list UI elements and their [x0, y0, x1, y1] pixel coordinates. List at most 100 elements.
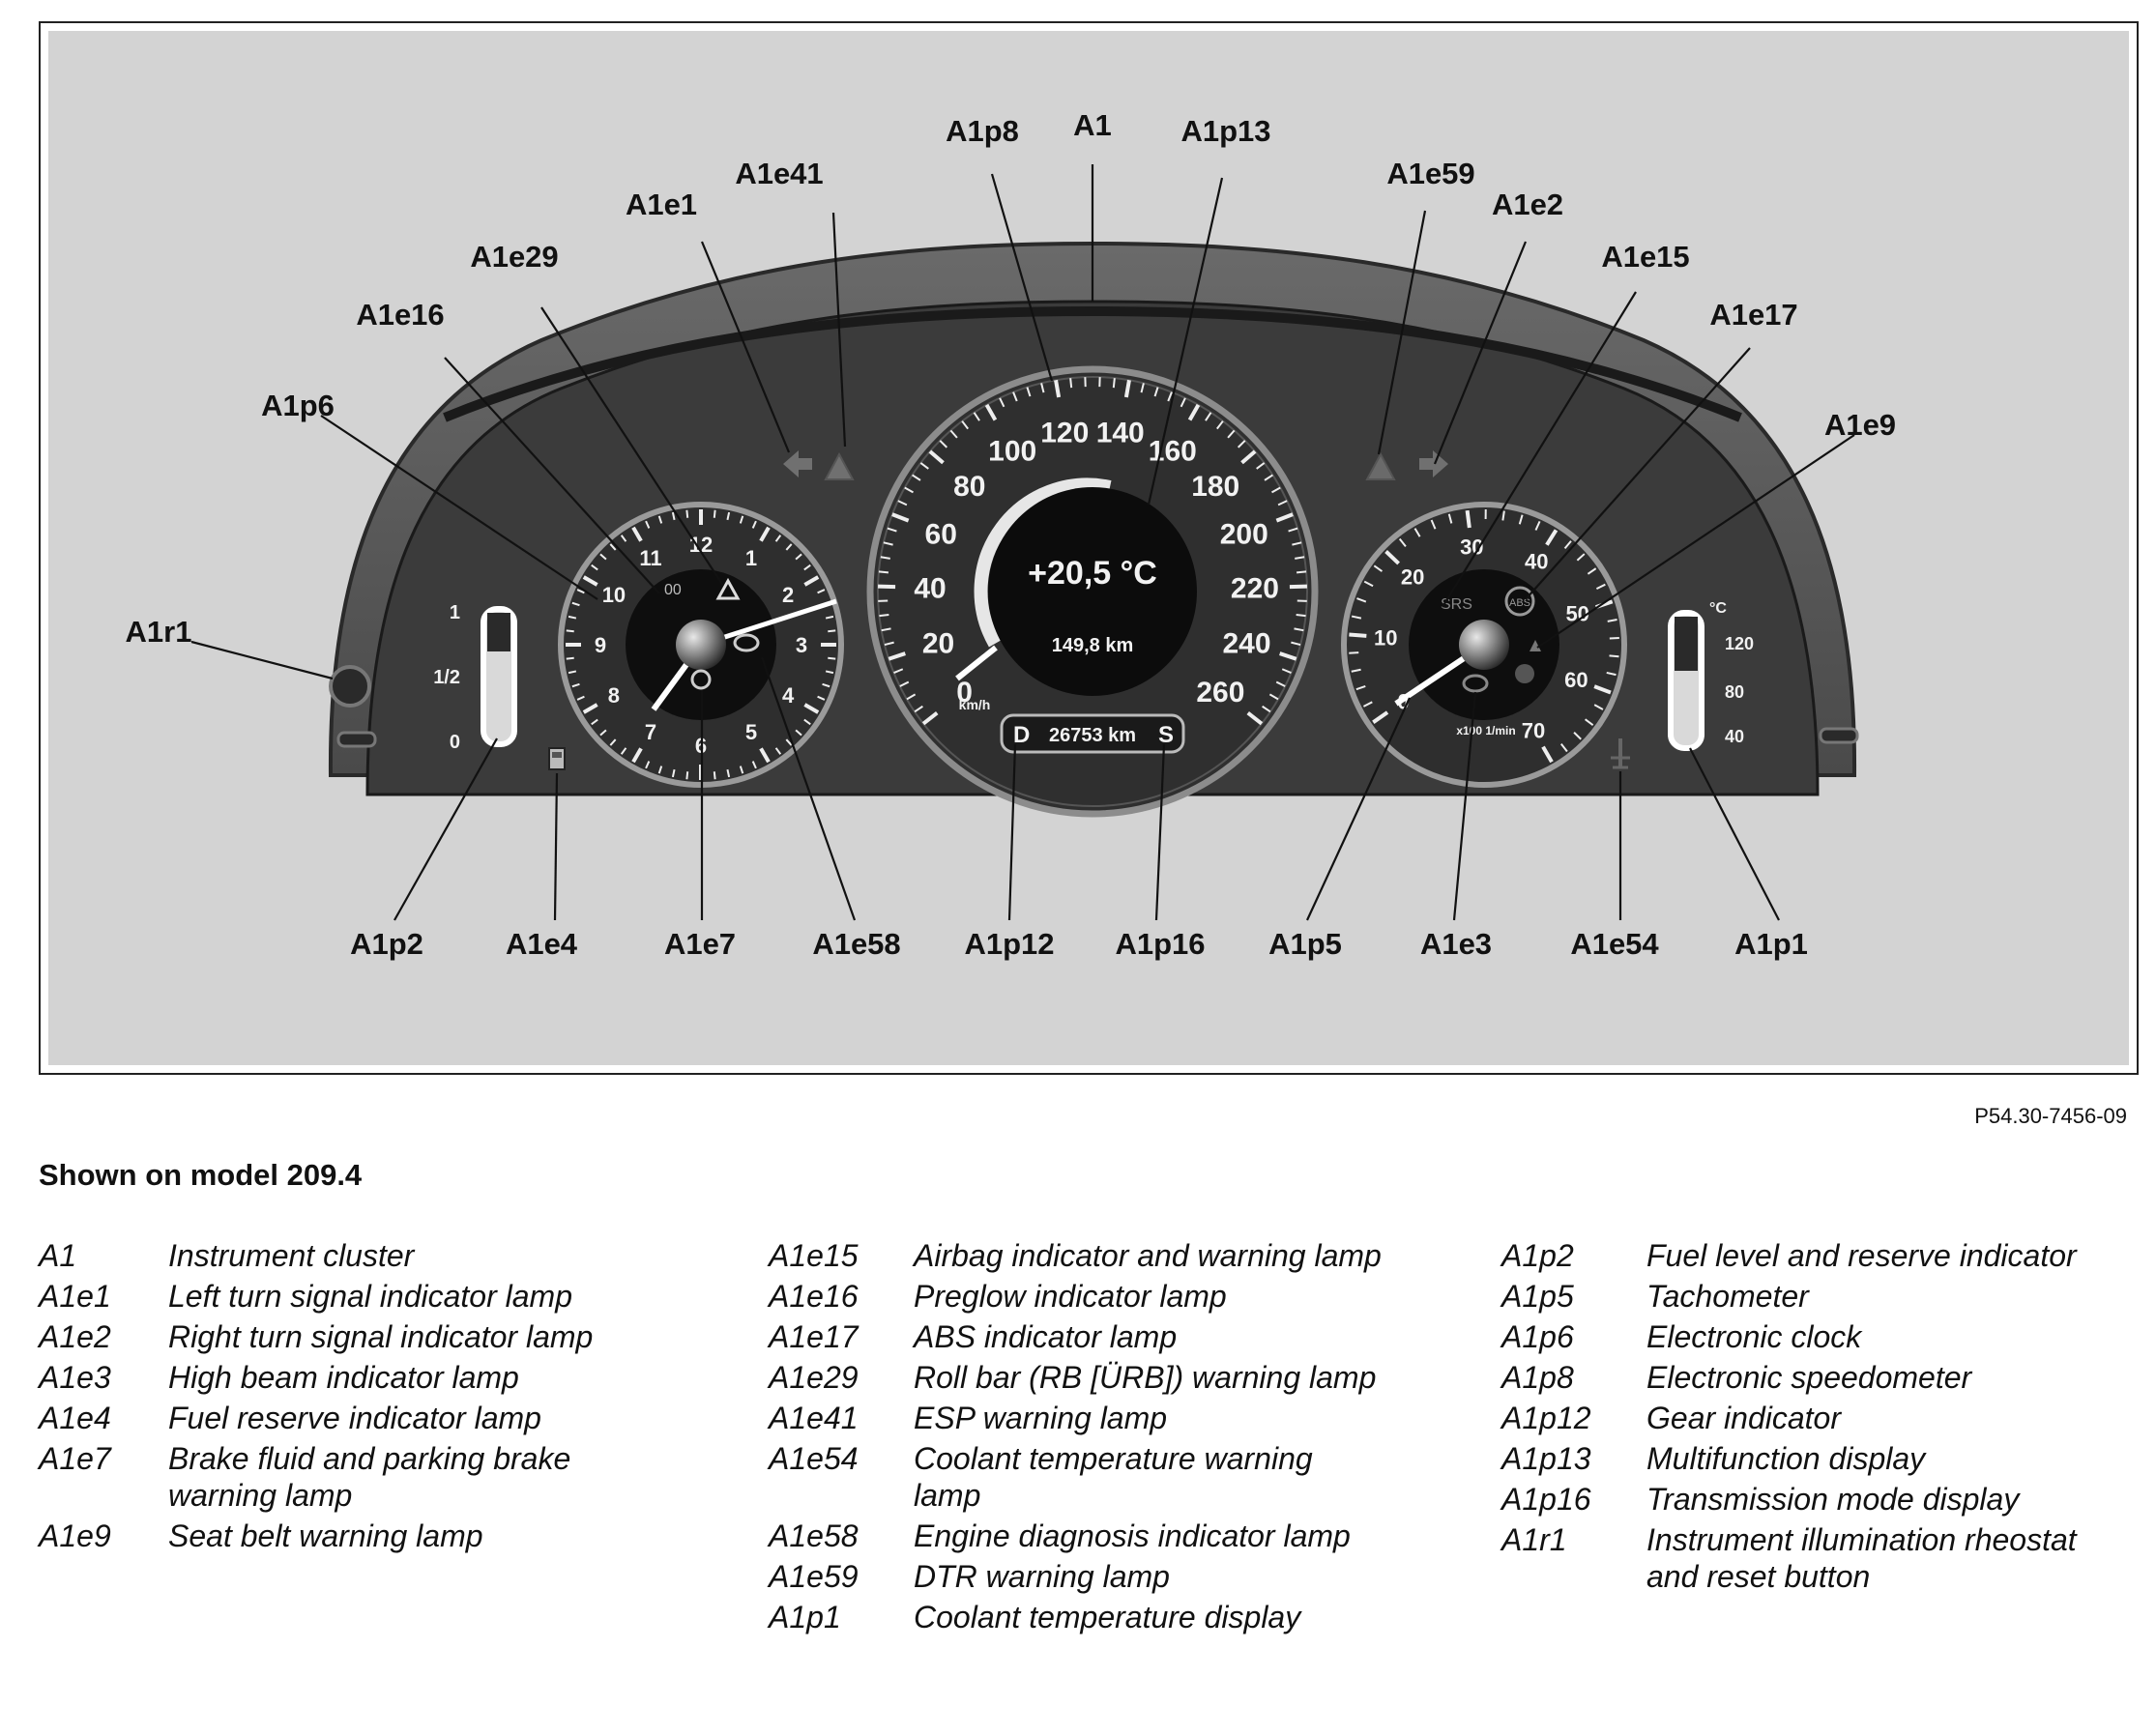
legend-description: Fuel reserve indicator lamp — [168, 1401, 541, 1435]
figure-code: P54.30-7456-09 — [1974, 1104, 2127, 1128]
engine-diagnosis-icon — [733, 633, 760, 652]
clock-tick — [774, 747, 782, 755]
rpm-tick — [1607, 618, 1617, 622]
speed-tick — [1262, 705, 1271, 713]
clock-tick — [609, 543, 617, 551]
clock-tick — [822, 682, 830, 688]
legend-description: ABS indicator lamp — [914, 1319, 1178, 1354]
speed-tick — [1012, 391, 1018, 402]
legend-code: A1 — [39, 1238, 77, 1273]
rpm-tick — [1372, 710, 1389, 724]
clock-tick — [599, 553, 607, 561]
callout-A1e17: A1e17 — [1709, 298, 1797, 332]
legend-code: A1e41 — [769, 1401, 859, 1435]
speed-tick — [1227, 429, 1236, 439]
speed-tick — [1296, 613, 1306, 618]
legend-code: A1p1 — [769, 1600, 841, 1634]
speed-tick — [881, 627, 891, 632]
legend-description: Preglow indicator lamp — [914, 1279, 1227, 1314]
speed-tick — [893, 668, 904, 674]
right-cluster-slot — [1819, 727, 1859, 744]
clock-tick — [803, 575, 820, 587]
rpm-tick — [1606, 671, 1617, 677]
callout-A1e2: A1e2 — [1492, 188, 1563, 221]
clock-tick — [568, 670, 577, 675]
callout-A1p16: A1p16 — [1115, 927, 1205, 961]
rpm-tick — [1430, 519, 1437, 530]
fuel-tick-0: 0 — [450, 732, 460, 753]
esp-warning-icon — [824, 451, 855, 480]
callout-A1p5: A1p5 — [1268, 927, 1342, 961]
speed-tick — [1040, 383, 1045, 393]
legend-code: A1p5 — [1501, 1279, 1574, 1314]
speed-tick — [1256, 462, 1266, 470]
fuel-pump-icon — [548, 747, 566, 770]
rheostat-button[interactable] — [329, 665, 371, 708]
clock-tick — [713, 771, 716, 780]
speed-tick — [883, 541, 893, 546]
odometer-frame — [1000, 713, 1185, 754]
seat-belt-lamp — [1515, 664, 1534, 683]
callout-A1p1: A1p1 — [1734, 927, 1808, 961]
rpm-label: 10 — [1374, 625, 1397, 650]
speed-tick — [1295, 556, 1305, 560]
legend-description: Multifunction display — [1646, 1441, 1926, 1476]
clock-tick — [739, 766, 744, 774]
clock-tick — [726, 511, 731, 521]
clock-tick — [795, 729, 802, 737]
rpm-tick — [1595, 583, 1606, 591]
clock-tick — [828, 656, 836, 660]
speed-label: 0 — [956, 677, 973, 708]
callout-A1p6: A1p6 — [261, 389, 335, 422]
speed-tick — [1296, 570, 1307, 574]
preglow-icon: 00 — [664, 582, 682, 598]
speed-tick — [1140, 383, 1145, 393]
legend-code: A1r1 — [1501, 1522, 1567, 1557]
legend-description: Coolant temperature display — [914, 1600, 1301, 1634]
speed-arc-indicator — [974, 477, 1112, 648]
rpm-tick — [1593, 704, 1604, 710]
speed-tick — [1275, 680, 1286, 687]
legend-description: Left turn signal indicator lamp — [168, 1279, 572, 1314]
leader-lines — [190, 164, 1855, 921]
clock-tick — [803, 718, 811, 726]
legend-description: Instrument illumination rheostat and res… — [1646, 1522, 2077, 1594]
legend-code: A1e9 — [39, 1518, 111, 1553]
speed-tick — [919, 462, 929, 470]
speed-tick — [1264, 474, 1273, 481]
clock-tick — [566, 629, 574, 633]
clock-tick — [726, 768, 731, 778]
clock-tick — [671, 768, 676, 778]
rpm-tick — [1541, 745, 1554, 764]
callout-A1p13: A1p13 — [1180, 114, 1270, 148]
dtr-warning-icon — [1365, 451, 1396, 480]
rpm-tick — [1545, 529, 1559, 546]
clock-tick — [713, 509, 716, 518]
rpm-label: 70 — [1522, 718, 1545, 742]
clock-tick — [825, 670, 834, 675]
callout-A1e54: A1e54 — [1570, 927, 1659, 961]
speed-tick — [1279, 651, 1297, 661]
speed-tick — [1268, 693, 1279, 701]
clock-tick — [631, 526, 643, 542]
clock-hour-label: 4 — [782, 683, 795, 708]
clock-tick — [685, 509, 689, 518]
speed-tick — [939, 440, 948, 448]
speed-tick — [1292, 541, 1302, 546]
clock-tick — [631, 747, 643, 764]
clock-center-knob — [676, 620, 726, 670]
clock-tick — [609, 738, 617, 746]
speed-tick — [912, 474, 921, 481]
right-turn-arrow-icon — [1419, 450, 1448, 477]
speed-tick — [1294, 627, 1304, 632]
